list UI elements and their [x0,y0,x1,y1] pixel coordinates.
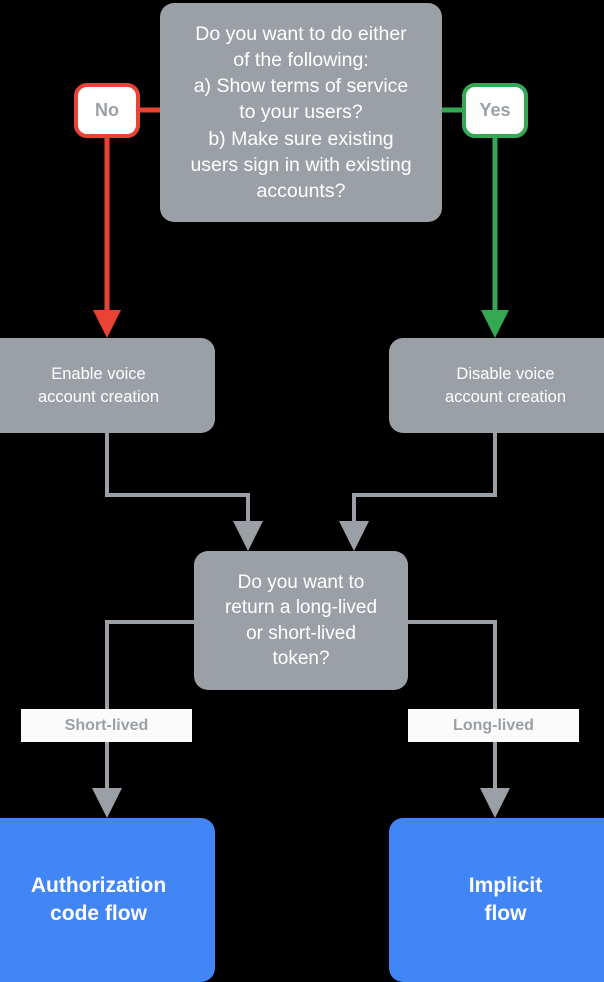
edge-label-no[interactable]: No [74,83,140,138]
action-node-enable-voice-account-creation[interactable]: Enable voice account creation [0,338,215,433]
decision-node-token-lifetime-label: Do you want to return a long-lived or sh… [224,571,378,669]
edge-label-short-lived[interactable]: Short-lived [21,709,192,742]
edge-label-short-lived-text: Short-lived [64,716,149,734]
terminal-node-authorization-code-flow[interactable]: Authorization code flow [0,818,215,982]
edge-label-no-text: No [95,100,119,120]
terminal-node-implicit-flow-label: Implicit flow [468,873,543,925]
edge-label-yes-text: Yes [479,100,511,120]
terminal-node-implicit-flow[interactable]: Implicit flow [389,818,604,982]
action-node-enable-voice-account-creation-label: Enable voice account creation [37,365,160,406]
action-node-disable-voice-account-creation[interactable]: Disable voice account creation [389,338,604,433]
edge-label-yes[interactable]: Yes [462,83,528,138]
edge-disable-to-decision [339,433,497,551]
terminal-node-authorization-code-flow-label: Authorization code flow [30,873,167,925]
action-node-disable-voice-account-creation-label: Disable voice account creation [444,365,567,406]
edge-yes [442,107,509,338]
decision-node-token-lifetime[interactable]: Do you want to return a long-lived or sh… [194,551,408,690]
edge-label-long-lived[interactable]: Long-lived [408,709,579,742]
decision-node-terms-of-service-label: Do you want to do either of the followin… [190,23,412,202]
edge-label-long-lived-text: Long-lived [453,716,534,734]
decision-node-terms-of-service[interactable]: Do you want to do either of the followin… [160,3,442,222]
edge-no [93,107,160,338]
edge-enable-to-decision [105,433,263,551]
